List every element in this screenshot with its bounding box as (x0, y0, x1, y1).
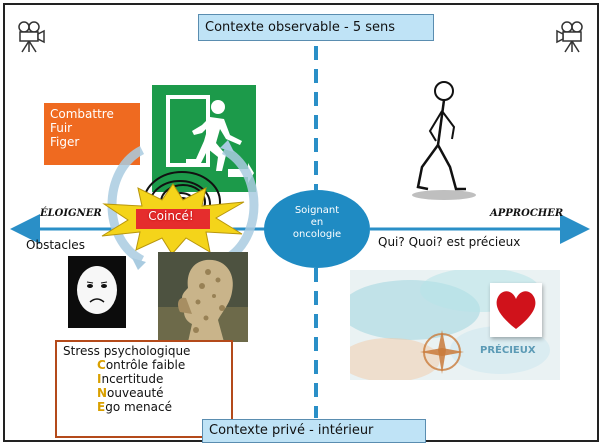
move-toward-label: APPROCHER (490, 208, 564, 219)
heart-icon (496, 291, 536, 329)
stress-rest: ontrôle faible (105, 358, 186, 372)
stress-rest: ncertitude (101, 372, 164, 386)
stress-initial: E (97, 400, 106, 414)
movie-camera-icon (556, 21, 583, 53)
move-away-label: ÉLOIGNER (40, 208, 102, 219)
private-context-label: Contexte privé - intérieur (202, 419, 426, 443)
movie-camera-icon (18, 21, 45, 53)
stress-title: Stress psychologique (63, 344, 191, 358)
stress-rest: ouveauté (107, 386, 164, 400)
stuck-label: Coincé! (148, 209, 194, 223)
center-line-3: oncologie (292, 229, 342, 240)
stress-initial: N (97, 386, 108, 400)
stress-item: Contrôle faible (63, 358, 225, 372)
stress-rest: go menacé (105, 400, 172, 414)
stress-item: Ego menacé (63, 400, 225, 414)
stress-item: Nouveauté (63, 386, 225, 400)
center-node: Soignant en oncologie (264, 190, 370, 268)
center-line-2: en (310, 217, 324, 228)
precious-question-label: Qui? Quoi? est précieux (378, 235, 521, 249)
walking-figure-icon (412, 81, 476, 200)
stress-initial: I (97, 372, 102, 386)
thinker-image (158, 252, 248, 342)
stress-item: Incertitude (63, 372, 225, 386)
exit-sign-icon (152, 85, 256, 192)
heart-card (490, 283, 542, 337)
flight-response-freeze: Figer (50, 135, 80, 149)
observable-context-label: Contexte observable - 5 sens (198, 14, 434, 41)
flight-response-box: Combattre Fuir Figer (44, 103, 140, 165)
precious-image-text: PRÉCIEUX (480, 345, 536, 356)
stress-initial: C (97, 358, 106, 372)
flight-response-fight: Combattre (50, 107, 114, 121)
obstacles-label: Obstacles (26, 238, 85, 252)
center-line-1: Soignant (294, 205, 340, 216)
flight-response-flee: Fuir (50, 121, 73, 135)
sad-face-image (68, 256, 126, 328)
